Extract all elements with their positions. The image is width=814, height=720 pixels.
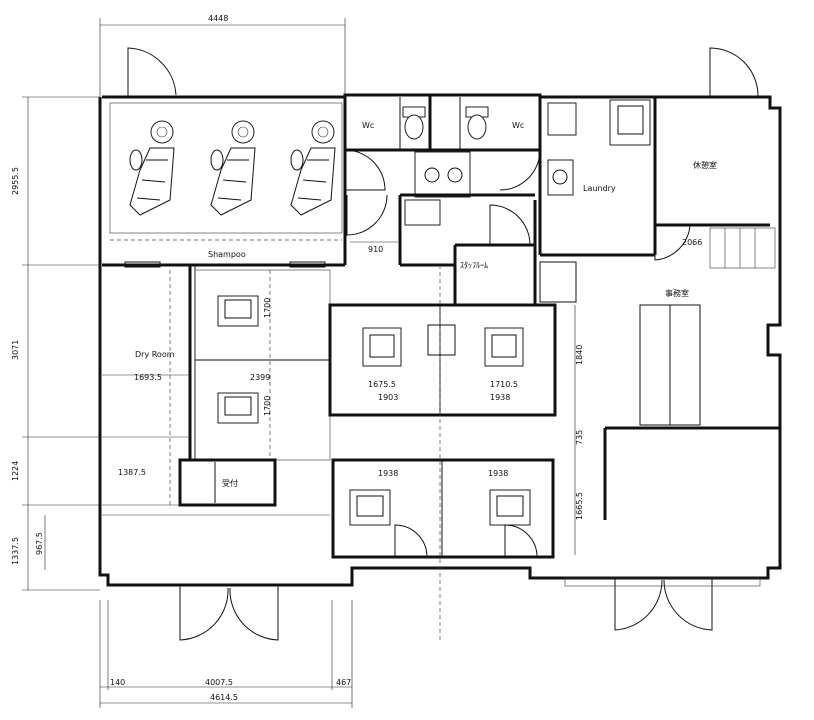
- door-top-left: [127, 47, 177, 97]
- dim-left-shampoo: 2955.5: [11, 167, 20, 195]
- room-label-dry-room: Dry Room: [135, 350, 175, 359]
- shampoo-chair-3: [290, 120, 336, 216]
- dim-2399: 2399: [250, 373, 270, 382]
- dim-dry-width: 1693.5: [134, 373, 162, 382]
- booth-chair-4: [489, 489, 531, 526]
- dim-left-dry: 3071: [11, 340, 20, 360]
- room-label-break: 休憩室: [693, 160, 717, 170]
- room-label-wc-right: Wc: [512, 121, 524, 130]
- dim-1903: 1903: [378, 393, 398, 402]
- room-label-reception: 受付: [222, 478, 238, 488]
- dim-bottom-left: 140: [110, 678, 125, 687]
- toilet-right: [465, 106, 489, 140]
- dim-910: 910: [368, 245, 383, 254]
- dim-left-bottom: 1337.5: [11, 537, 20, 565]
- shampoo-chair-1: [129, 120, 175, 216]
- room-label-wc-left: Wc: [362, 121, 374, 130]
- wc-area: Wc Wc: [344, 95, 541, 198]
- cut-chair-a: [217, 295, 259, 327]
- dim-2066: 2066: [682, 238, 702, 247]
- room-label-shampoo: Shampoo: [208, 250, 246, 259]
- dim-bottom-right: 467: [336, 678, 351, 687]
- dim-1675: 1675.5: [368, 380, 396, 389]
- booth-chair-1: [362, 327, 402, 367]
- dim-top-width: 4448: [208, 14, 228, 23]
- dim-left-recep: 1224: [11, 461, 20, 481]
- entrance-doors-left: [179, 585, 279, 641]
- reception: 受付 1387.5: [102, 458, 330, 516]
- shampoo-chair-2: [210, 120, 256, 216]
- dimension-lines: 4448 2955.5 3071 1224 1337.5 967.5 140 4…: [11, 14, 353, 708]
- dim-1938-a: 1938: [490, 393, 510, 402]
- dim-1938-b: 1938: [378, 469, 398, 478]
- sink-wc: [414, 151, 471, 198]
- room-label-laundry: Laundry: [583, 184, 616, 193]
- break-room: 休憩室 2066: [654, 47, 776, 269]
- dim-735: 735: [575, 430, 584, 445]
- dim-1938-c: 1938: [488, 469, 508, 478]
- dim-1710: 1710.5: [490, 380, 518, 389]
- cut-area-left: 1700 1700 2399: [194, 269, 331, 461]
- room-label-office: 事務室: [665, 288, 689, 298]
- laundry: Laundry: [538, 95, 657, 257]
- staff-room: ｽﾀｯﾌﾙｰﾑ 910: [343, 193, 537, 305]
- booths: 1675.5 1710.5 1903 1938 1938 1938: [328, 265, 557, 640]
- shampoo-room: Shampoo: [102, 97, 347, 268]
- dim-bottom-mid: 4007.5: [205, 678, 233, 687]
- dim-1840: 1840: [575, 345, 584, 365]
- dim-1700-a: 1700: [263, 298, 272, 318]
- room-label-staff: ｽﾀｯﾌﾙｰﾑ: [460, 261, 488, 270]
- dim-1700-b: 1700: [263, 396, 272, 416]
- dim-1665: 1665.5: [575, 492, 584, 520]
- booth-chair-3: [349, 489, 391, 526]
- dim-recep-width: 1387.5: [118, 468, 146, 477]
- office: 事務室 1840 735 1665.5: [539, 261, 780, 631]
- dim-left-bottom-inner: 967.5: [35, 532, 44, 555]
- booth-chair-2: [484, 327, 524, 367]
- cut-chair-b: [217, 392, 259, 424]
- toilet-left: [402, 106, 426, 140]
- dim-bottom-total: 4614.5: [210, 693, 238, 702]
